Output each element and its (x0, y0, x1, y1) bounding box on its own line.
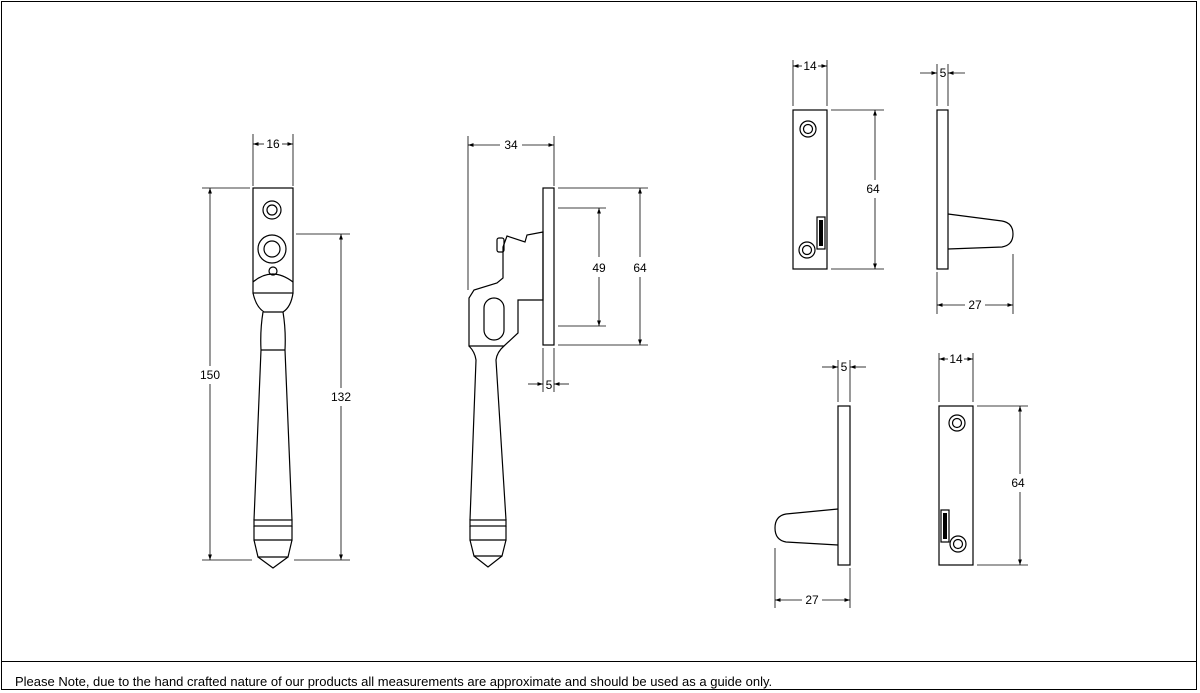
dim-keep-a-width: 14 (803, 59, 817, 73)
dim-keep-a-height: 64 (866, 182, 880, 196)
handle-side-body (468, 231, 544, 347)
handle-side-tip-point (473, 555, 503, 568)
keep-a-slot-fill (819, 220, 823, 246)
keep-d-slot (940, 509, 950, 543)
dim-handle-side-depth: 34 (504, 138, 518, 152)
spindle-boss-icon (257, 234, 287, 264)
dim-keep-c-plate: 5 (841, 360, 848, 374)
keep-b-pin (947, 213, 1014, 250)
handle-side-lever (468, 345, 507, 521)
lever-body (253, 311, 293, 521)
handle-side-plate (542, 187, 555, 346)
keep-d-hole-inner-icon (951, 417, 963, 429)
dim-keep-b-depth: 27 (968, 298, 982, 312)
dim-handle-front-height: 150 (200, 368, 220, 382)
fixing-hole-inner-icon (266, 204, 278, 216)
keep-b-plate (936, 109, 949, 270)
fixing-hole-icon (262, 200, 282, 220)
handle-side-slot-icon (483, 297, 505, 341)
lever-tip-point (257, 556, 289, 569)
small-hole-icon (268, 266, 278, 276)
keep-a-hole-icon (798, 241, 816, 259)
handle-front-plate (252, 187, 294, 294)
dim-keep-c-depth: 27 (805, 593, 819, 607)
keep-side-view-top: 5 27 (920, 64, 1014, 314)
keep-c-pin (774, 508, 839, 546)
keep-a-slot (816, 216, 826, 250)
lever-collar-band (253, 526, 293, 541)
dim-keep-d-width: 14 (949, 352, 963, 366)
spindle-hole-icon (263, 240, 281, 258)
keep-a-hole-inner-icon (801, 244, 813, 256)
handle-front-view: 16 150 132 (200, 134, 351, 569)
keep-side-view-bottom: 5 27 (774, 360, 866, 608)
keep-a-hole-inner-icon (802, 123, 814, 135)
keep-front-view-top: 14 64 (792, 59, 884, 270)
handle-side-collar (469, 519, 507, 527)
keep-front-view-bottom: 14 64 (938, 352, 1028, 566)
disclaimer-text: Please Note, due to the hand crafted nat… (15, 674, 773, 689)
dim-handle-front-width: 16 (266, 137, 280, 151)
handle-side-collar-band (469, 526, 507, 541)
dim-handle-side-plate: 5 (546, 378, 553, 392)
keep-d-slot-fill (943, 513, 947, 539)
disclaimer-bar: Please Note, due to the hand crafted nat… (1, 661, 1197, 691)
handle-side-view: 34 49 64 5 (467, 136, 648, 568)
dim-handle-side-height: 64 (633, 261, 647, 275)
lever-collar (253, 519, 293, 527)
keep-d-hole-inner-icon (952, 538, 964, 550)
keep-d-hole-icon (949, 535, 967, 553)
keep-c-plate (837, 405, 851, 566)
keep-a-hole-icon (799, 120, 817, 138)
handle-cup-curve (252, 273, 294, 283)
dim-keep-b-plate: 5 (940, 66, 947, 80)
keep-d-plate (938, 405, 974, 566)
handle-side-tip-upper (469, 539, 507, 557)
keep-d-hole-icon (948, 414, 966, 432)
handle-neck (252, 292, 294, 313)
handle-side-pin (496, 237, 505, 253)
lever-tip-upper (253, 539, 293, 558)
dim-handle-front-lever: 132 (331, 390, 351, 404)
keep-a-plate (792, 109, 828, 270)
dim-keep-d-height: 64 (1011, 476, 1025, 490)
dim-handle-side-inner: 49 (592, 261, 606, 275)
